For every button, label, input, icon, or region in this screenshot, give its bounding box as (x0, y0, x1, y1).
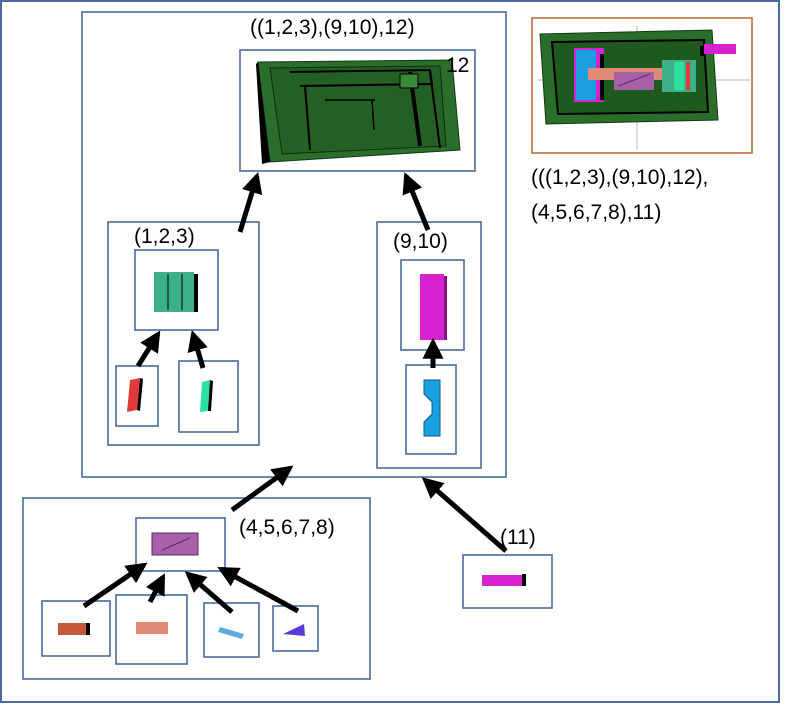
arrow-11-to-root (421, 477, 508, 553)
part-1-box (115, 365, 159, 427)
part-9-box (405, 364, 457, 455)
label-final-line1: (((1,2,3),(9,10),12), (531, 166, 709, 189)
blue-clip-image (423, 379, 441, 437)
arrow-45678-to-root (230, 465, 294, 513)
salmon-part-image (136, 622, 168, 634)
label-group-11: (11) (500, 526, 536, 549)
arrows (82, 171, 508, 614)
arrow-4-to-45678 (82, 562, 148, 609)
part-4-box (41, 600, 111, 657)
label-root: ((1,2,3),(9,10),12) (250, 16, 415, 39)
final-assembly-box (531, 17, 753, 154)
arrow-2-to-123 (187, 329, 208, 369)
arrow-7-to-45678 (217, 566, 300, 614)
magenta-bar-image (482, 574, 526, 586)
group-root-box (81, 11, 507, 478)
arrow-123-to-root (237, 171, 263, 233)
part-2-box (178, 360, 239, 433)
arrow-1-to-123 (135, 330, 161, 368)
teal-block-image (154, 272, 198, 312)
mint-part-image (200, 380, 213, 412)
part-123-box (134, 249, 219, 331)
outer-frame (0, 0, 780, 703)
label-part-12: 12 (446, 54, 470, 77)
part-7-box (272, 605, 319, 652)
label-group-910: (9,10) (393, 230, 448, 253)
part-11-box (462, 554, 553, 609)
rust-part-image (58, 623, 90, 635)
green-case-image (256, 59, 461, 164)
red-part-image (127, 378, 143, 412)
arrow-6-to-45678 (184, 571, 234, 614)
purple-block-image (151, 532, 199, 556)
arrow-5-to-45678 (145, 573, 166, 604)
group-910-box (376, 221, 482, 469)
violet-wedge-image (283, 624, 305, 636)
light-blue-part-image (218, 627, 244, 639)
part-12-box (239, 49, 476, 172)
group-123-box (107, 221, 260, 446)
final-assembly-image (538, 26, 750, 150)
part-6-box (203, 602, 260, 658)
label-final-line2: (4,5,6,7,8),11) (531, 201, 662, 224)
magenta-part-image (420, 274, 447, 340)
arrow-910-to-root (402, 172, 431, 231)
group-45678-box (22, 497, 371, 680)
part-45678-box (135, 517, 226, 572)
label-group-45678: (4,5,6,7,8) (239, 516, 335, 539)
label-group-123: (1,2,3) (134, 225, 195, 248)
